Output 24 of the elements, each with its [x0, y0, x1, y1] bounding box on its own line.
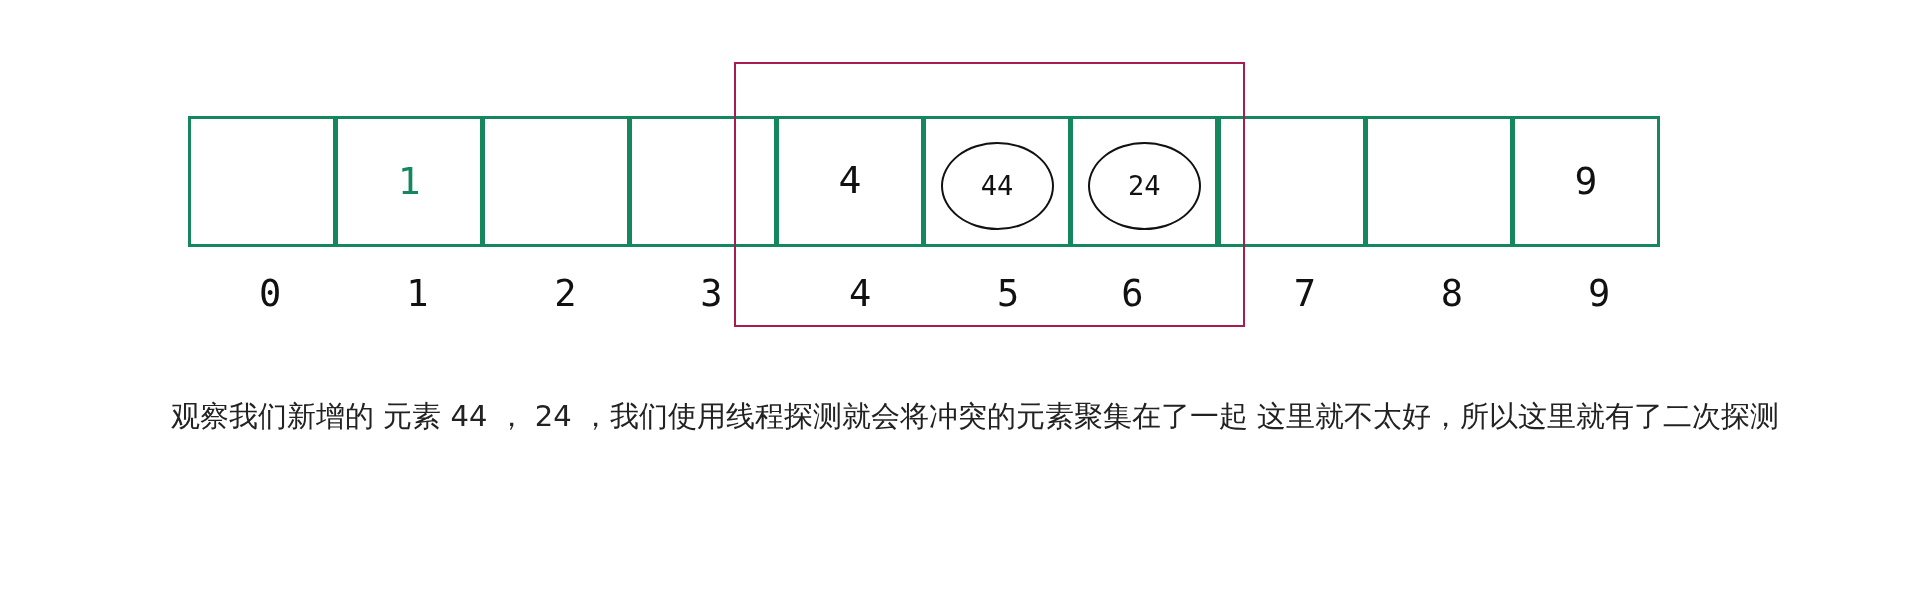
array-cell [923, 115, 1072, 247]
index-label: 6 [1121, 271, 1144, 316]
array-cell [629, 116, 778, 247]
index-label: 0 [259, 272, 282, 316]
array-cell [1217, 116, 1366, 247]
array-cell [1070, 115, 1219, 247]
caption-text: 观察我们新增的 元素 44 ， 24 ，我们使用线程探测就会将冲突的元素聚集在了一起 这里就不太好，所以这里就有了二次探测 [171, 398, 1780, 435]
index-label: 2 [554, 272, 577, 316]
index-label: 4 [848, 271, 872, 316]
array-cell: 9 [1511, 116, 1660, 247]
index-label: 9 [1587, 272, 1611, 316]
highlight-frame [734, 62, 1245, 327]
array-cell: 4 [775, 115, 924, 247]
array-cell [482, 116, 631, 247]
index-label: 5 [997, 271, 1020, 316]
element-circle: 24 [1087, 141, 1201, 230]
array-cell [188, 116, 337, 247]
element-circle: 44 [940, 141, 1054, 230]
index-label: 1 [406, 272, 429, 316]
index-label: 3 [700, 272, 723, 316]
index-label: 8 [1440, 272, 1464, 316]
index-label: 7 [1293, 272, 1317, 316]
array-cell: 1 [335, 116, 484, 247]
array-cell [1364, 116, 1513, 247]
